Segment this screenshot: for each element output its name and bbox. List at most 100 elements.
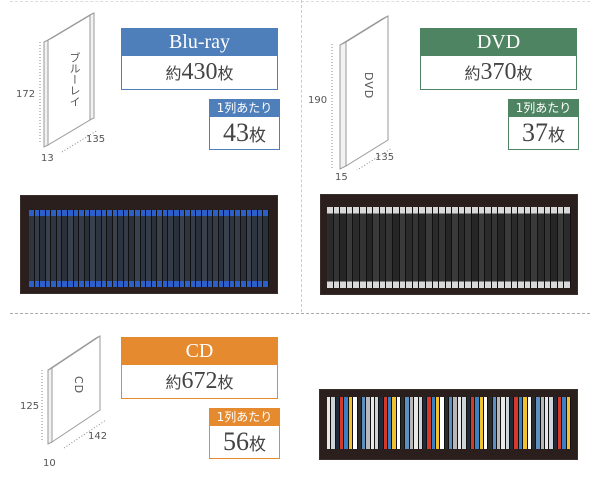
case-spine [445,207,452,288]
case-spine [558,397,562,449]
case-spine [396,397,401,449]
horizontal-divider [10,313,590,314]
cd-title: CD [122,338,277,365]
case-spine [406,207,412,288]
dvd-per-row-box: 1列あたり 37枚 [508,99,579,150]
case-spine [107,210,112,287]
case-spine [353,397,357,449]
dvd-per-row-label: 1列あたり [509,100,578,117]
case-spine [333,207,340,288]
case-spine [440,397,444,449]
case-spine [346,207,353,288]
case-spine [123,210,129,287]
case-spine [422,397,427,449]
case-spine [340,397,344,449]
bluray-total: 約430枚 [165,59,234,85]
case-spine [498,207,505,288]
case-spine [551,207,557,288]
case-spine [435,397,440,449]
case-spine [246,210,252,287]
case-spine [536,397,540,449]
dvd-depth-dim: 135 [375,152,395,163]
case-spine [79,210,84,287]
case-spine [419,207,425,288]
dvd-case-label: DVD [362,72,375,100]
case-spine [383,397,388,449]
cd-total: 約672枚 [165,368,234,394]
bluray-case-label: ブルーレイ [68,52,81,107]
case-spine [492,397,497,449]
case-spine [257,210,263,287]
case-spine [538,207,544,288]
case-spine [418,397,422,449]
case-spine [518,397,523,449]
case-spine [56,210,62,287]
case-spine [488,397,492,449]
case-spine [190,210,196,287]
dvd-width-dim: 15 [335,172,348,183]
case-spine [431,397,435,449]
case-spine [392,397,396,449]
case-spine [458,207,465,288]
case-spine [168,210,174,287]
cd-per-row-box: 1列あたり 56枚 [209,408,280,459]
case-spine [531,207,537,288]
case-spine [373,207,379,288]
case-spine [40,210,45,287]
bluray-shelf-photo [20,195,278,294]
vertical-divider [301,0,302,312]
top-divider [10,1,590,2]
case-spine [491,207,498,288]
case-spine [392,207,399,288]
case-spine [359,207,366,288]
case-spine [146,210,151,287]
case-spine [553,397,558,449]
case-spine [101,210,107,287]
cd-case-label: CD [72,376,85,395]
case-spine [157,210,162,287]
case-spine [453,397,457,449]
case-spine [414,397,418,449]
dvd-panel: DVD 190 135 15 DVD 約370枚 1列あたり 37枚 [300,0,600,310]
case-spine [129,210,134,287]
case-spine [379,397,383,449]
bluray-width-dim: 13 [41,153,54,164]
case-spine [449,397,453,449]
case-spine [196,210,201,287]
case-spine [179,210,185,287]
bluray-title: Blu-ray [122,29,277,56]
case-spine [479,397,483,449]
case-spine [235,210,240,287]
case-spine [497,397,501,449]
case-spine [51,210,56,287]
bluray-total-box: Blu-ray 約430枚 [121,28,278,90]
case-spine [485,207,491,288]
cd-total-box: CD 約672枚 [121,337,278,399]
case-spine [361,397,366,449]
case-spine [353,207,359,288]
case-spine [344,397,348,449]
dvd-shelf-photo [320,194,578,295]
case-spine [240,210,246,287]
case-spine [327,207,333,288]
cd-depth-dim: 142 [88,431,108,442]
case-spine [213,210,218,287]
dvd-total-box: DVD 約370枚 [420,28,577,90]
case-spine [379,207,386,288]
case-spine [478,207,485,288]
case-spine [501,397,505,449]
case-spine [327,397,331,449]
case-spine [412,207,419,288]
case-spine [527,397,531,449]
case-spine [540,397,544,449]
case-spine [425,207,432,288]
case-spine [409,397,414,449]
case-spine [95,210,101,287]
case-spine [357,397,361,449]
case-spine [207,210,213,287]
case-spine [566,397,571,449]
case-spine [90,210,95,287]
case-spine [514,397,518,449]
cd-panel: CD 125 142 10 CD 約672枚 1列あたり 56枚 [0,320,600,480]
case-spine [370,397,374,449]
